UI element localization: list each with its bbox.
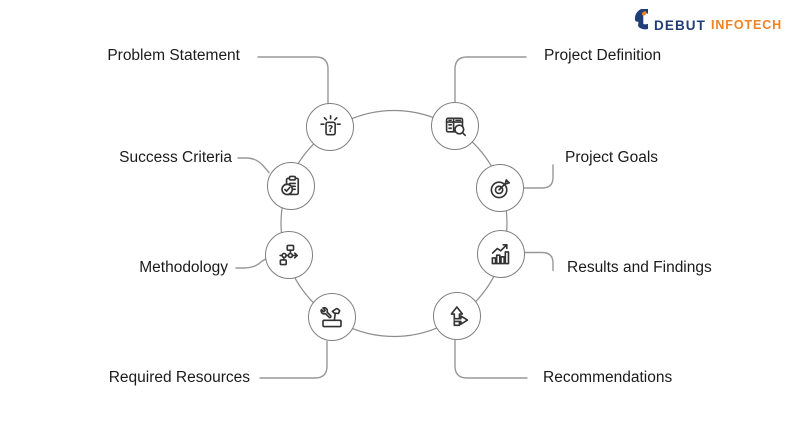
label-results-and-findings: Results and Findings [567,259,712,276]
node-methodology [265,231,313,279]
connector-success-criteria [237,157,270,174]
label-recommendations: Recommendations [543,369,673,386]
main-circle [280,109,508,338]
bar-chart-growth-icon [491,243,510,265]
label-methodology: Methodology [139,259,228,276]
connector-project-definition [454,56,527,103]
direction-arrows-icon [450,306,469,327]
connector-project-goals [523,164,554,189]
table-search-icon [445,117,466,137]
label-project-definition: Project Definition [544,47,662,64]
clipboard-check-icon [281,175,300,196]
node-project-definition [431,102,479,150]
node-problem-statement: ? [306,103,354,151]
brand-logo-icon [634,9,648,30]
label-problem-statement: Problem Statement [107,47,240,64]
flowchart-icon [279,244,298,266]
svg-text:?: ? [328,124,333,135]
connector-problem-statement [257,56,329,104]
node-success-criteria [267,162,315,210]
tools-icon [320,306,342,328]
node-project-goals [476,164,524,212]
target-dart-icon [490,179,511,199]
idea-question-icon: ? [320,114,341,136]
brand-name-primary: DEBUT [654,17,706,33]
connector-methodology [235,257,268,269]
label-required-resources: Required Resources [108,369,250,386]
brand-logo: DEBUT INFOTECH [618,9,782,41]
brand-name-secondary: INFOTECH [711,18,783,32]
connector-recommendations [454,339,528,379]
connector-results-and-findings [524,251,554,272]
label-project-goals: Project Goals [565,149,659,166]
node-recommendations [433,292,481,340]
node-results-and-findings [477,230,525,278]
label-success-criteria: Success Criteria [119,149,232,166]
connector-required-resources [259,340,328,379]
node-required-resources [308,293,356,341]
